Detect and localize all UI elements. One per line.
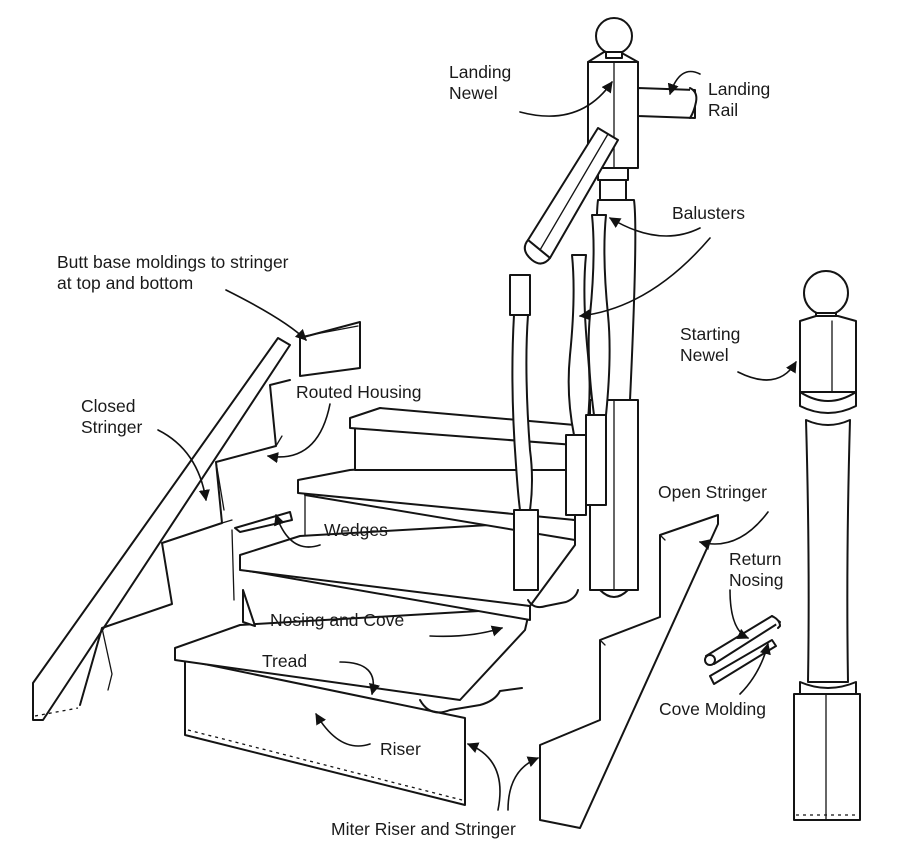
- label-landing-rail-1: Landing: [708, 79, 770, 99]
- label-landing-newel-1: Landing: [449, 62, 511, 82]
- leader-arrows: [157, 70, 797, 811]
- second-tread: [239, 519, 576, 607]
- label-starting-newel-2: Newel: [680, 345, 729, 365]
- label-miter-riser-stringer: Miter Riser and Stringer: [331, 819, 516, 839]
- open-stringer: [539, 514, 719, 829]
- label-wedges: Wedges: [324, 520, 388, 540]
- label-balusters: Balusters: [672, 203, 745, 223]
- label-closed-stringer-1: Closed: [81, 396, 135, 416]
- starting-newel: [793, 270, 861, 821]
- label-riser: Riser: [380, 739, 421, 759]
- wedge: [234, 511, 293, 533]
- label-tread: Tread: [262, 651, 307, 671]
- label-landing-newel-2: Newel: [449, 83, 498, 103]
- base-molding: [299, 321, 361, 377]
- cove-molding: [709, 639, 777, 685]
- landing-rail: [637, 87, 698, 119]
- label-cove-molding: Cove Molding: [659, 699, 766, 719]
- label-return-nosing-1: Return: [729, 549, 782, 569]
- label-landing-rail-2: Rail: [708, 100, 738, 120]
- return-nosing: [704, 615, 781, 666]
- balusters: [509, 214, 611, 591]
- label-nosing-and-cove: Nosing and Cove: [270, 610, 404, 630]
- closed-stringer: [32, 321, 361, 721]
- label-closed-stringer-2: Stringer: [81, 417, 142, 437]
- label-open-stringer: Open Stringer: [658, 482, 767, 502]
- label-butt-base-1: Butt base moldings to stringer: [57, 252, 289, 272]
- label-routed-housing: Routed Housing: [296, 382, 422, 402]
- stair-body: [174, 407, 579, 806]
- label-butt-base-2: at top and bottom: [57, 273, 193, 293]
- label-starting-newel-1: Starting: [680, 324, 740, 344]
- bottom-riser: [184, 659, 466, 806]
- label-return-nosing-2: Nosing: [729, 570, 783, 590]
- stair-handrail: [523, 127, 619, 265]
- labels: Landing Newel Landing Rail Balusters But…: [57, 62, 783, 839]
- bottom-tread: [174, 607, 531, 701]
